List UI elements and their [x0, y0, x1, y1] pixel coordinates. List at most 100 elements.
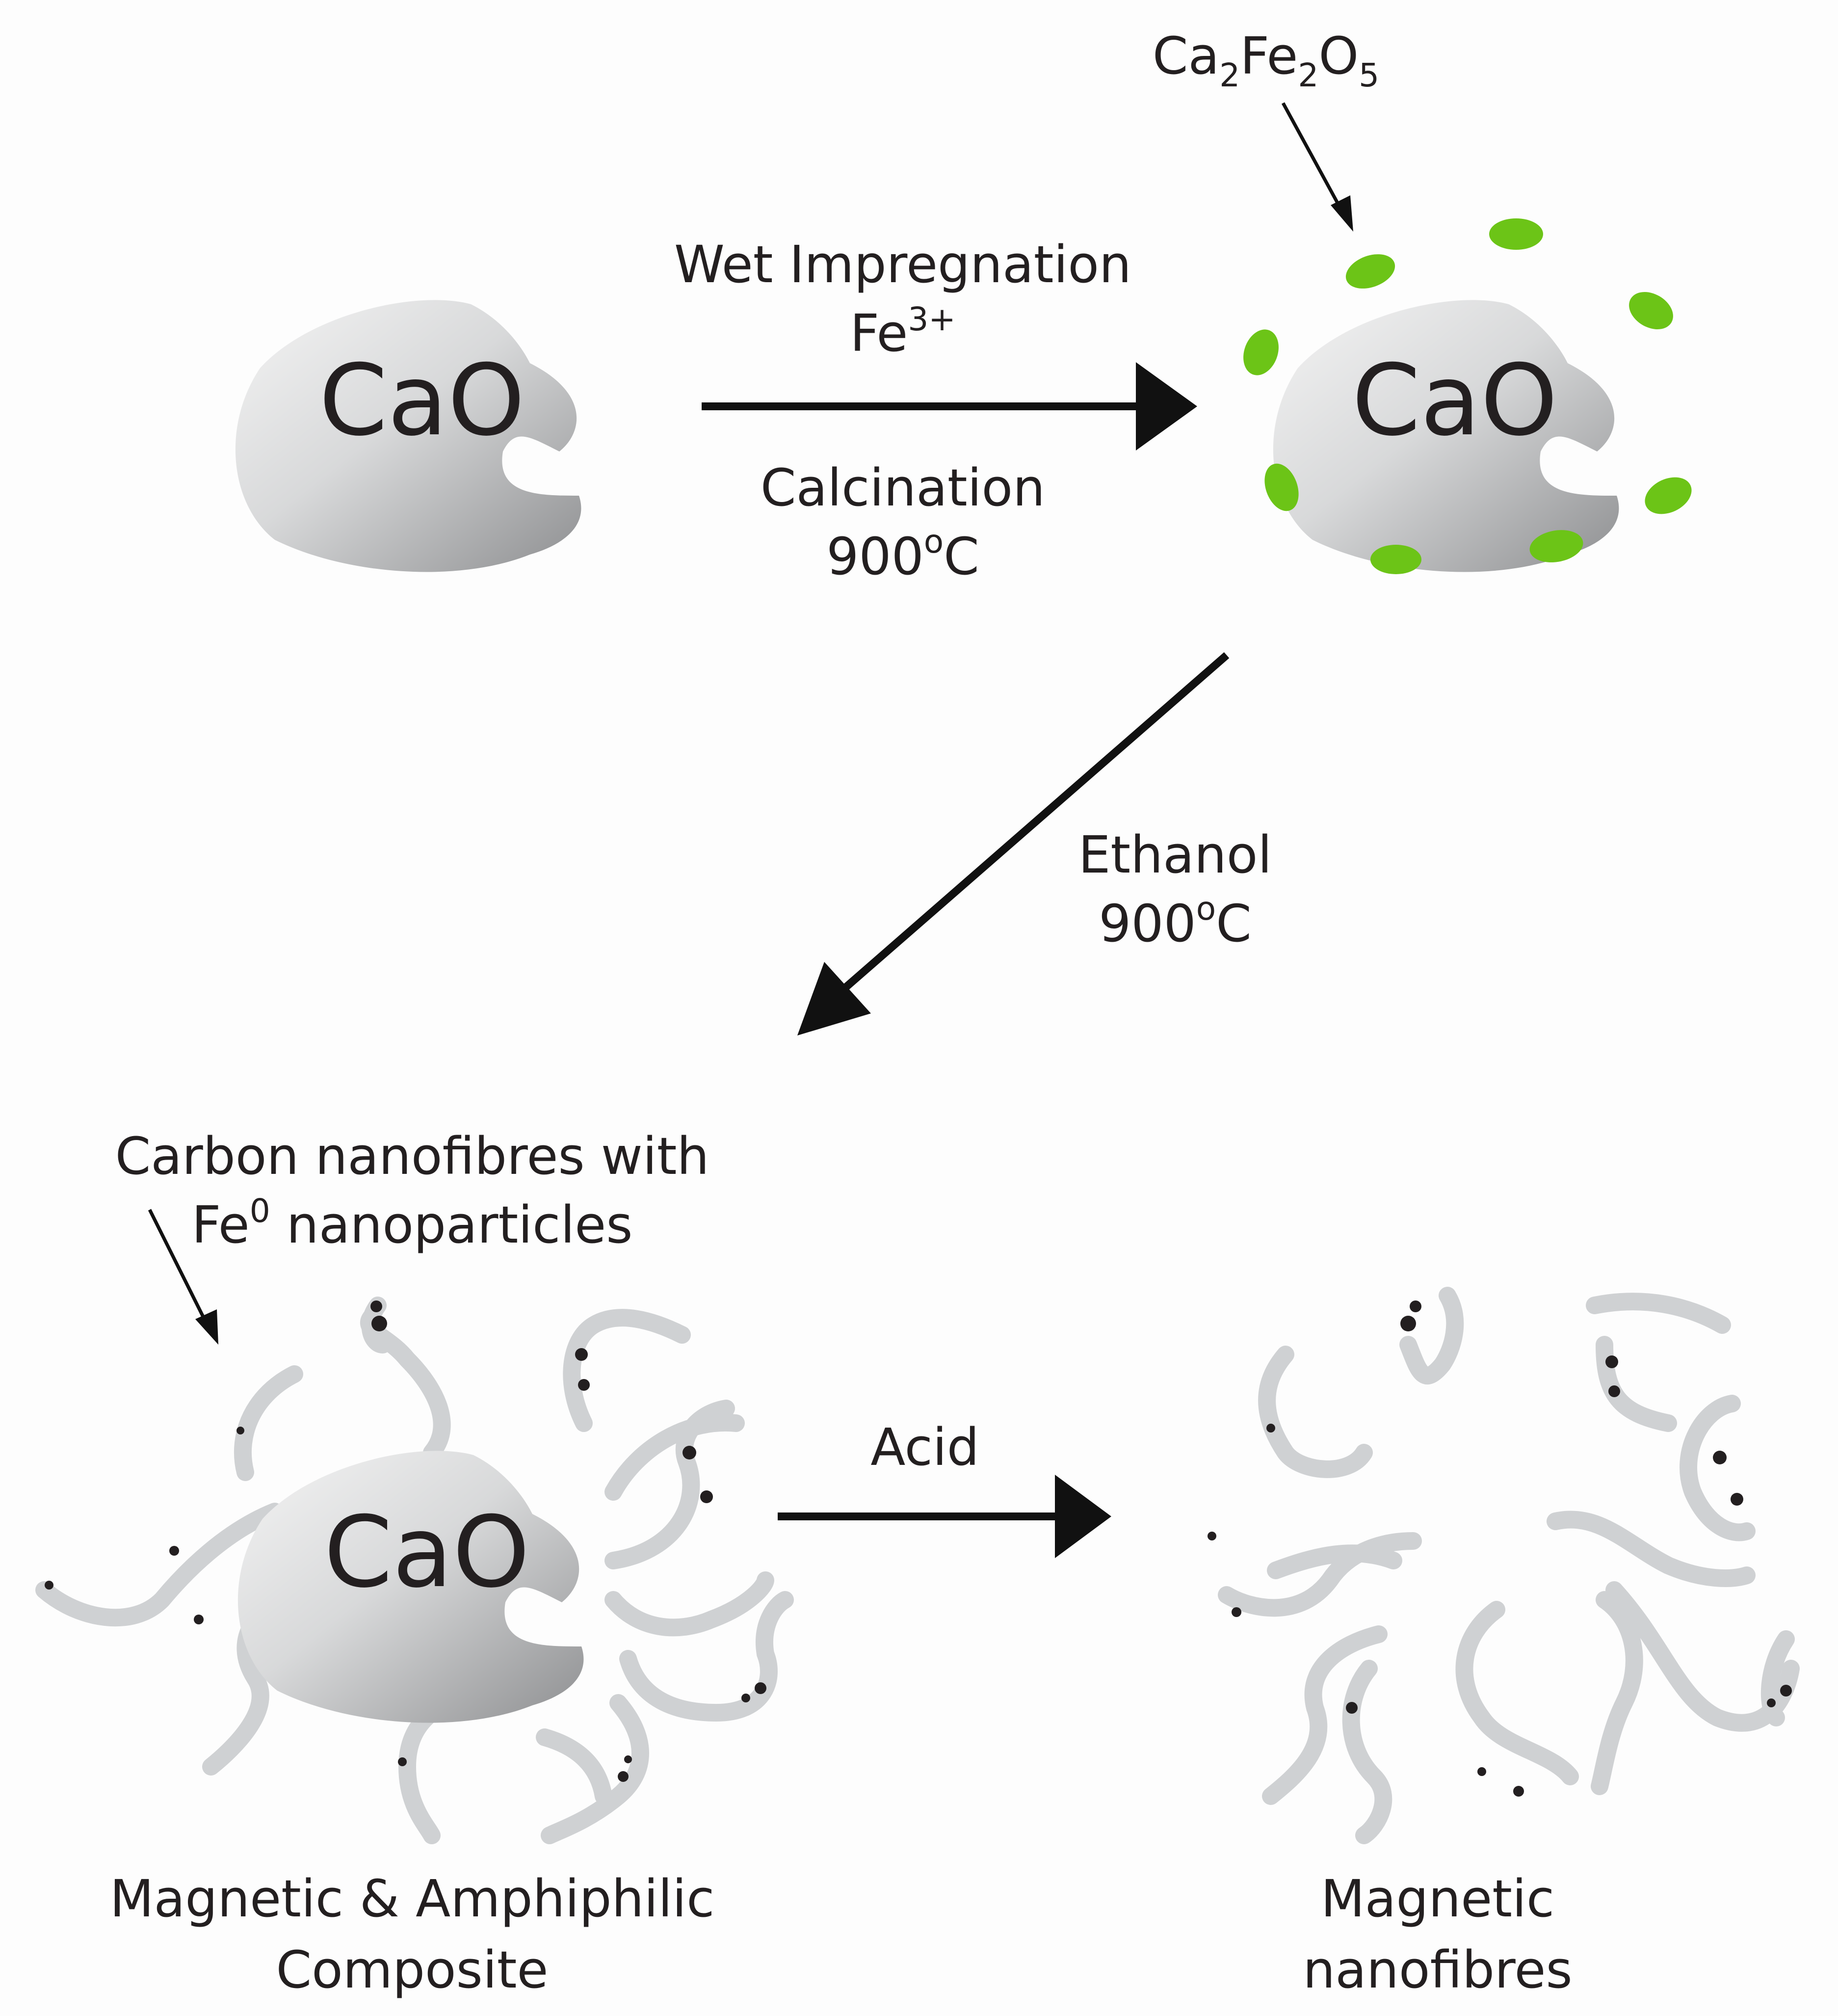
- ca2fe2o5-deposit: [1345, 254, 1395, 289]
- fe0-nanoparticle: [1780, 1685, 1792, 1697]
- ca2fe2o5-part1: Ca: [1153, 26, 1219, 86]
- fe0-oxidation-state: 0: [250, 1192, 270, 1230]
- fe0-nanoparticle: [618, 1771, 629, 1782]
- fe0-nanoparticle: [741, 1694, 750, 1702]
- ca2fe2o5-sub1: 2: [1219, 56, 1240, 94]
- composite-caption-line1: Magnetic & Amphiphilic: [110, 1869, 715, 1929]
- composite-callout-pointer: [148, 1209, 218, 1345]
- fe0-nanoparticle: [1400, 1316, 1416, 1331]
- condition-ethanol-temp: 900oC: [1099, 890, 1252, 954]
- nanofibre: [604, 1571, 774, 1637]
- ethanol-degree-symbol: o: [1196, 890, 1216, 928]
- ethanol-arrow: [797, 652, 1230, 1035]
- nanofibre: [1596, 1336, 1677, 1432]
- wet-impregnation-arrow: [702, 362, 1197, 451]
- ca2fe2o5-part3: O: [1318, 26, 1359, 86]
- fe0-nanoparticle: [1266, 1424, 1275, 1432]
- fe0-nanoparticle: [683, 1446, 696, 1459]
- nanofibre: [1258, 1346, 1373, 1478]
- condition-calcination: Calcination: [761, 458, 1045, 518]
- nanofibre: [1760, 1630, 1795, 1726]
- fe0-nanoparticle: [1410, 1300, 1421, 1312]
- fe0-nanoparticle: [1605, 1355, 1618, 1368]
- nanofibre: [1680, 1395, 1756, 1541]
- ca2fe2o5-deposit: [1264, 463, 1299, 511]
- fe0-nanoparticle: [1346, 1702, 1358, 1714]
- condition-calcination-temp: 900oC: [826, 523, 979, 586]
- composite-callout-line2: Fe0 nanoparticles: [192, 1192, 633, 1255]
- nanofibre: [619, 1591, 794, 1722]
- ca2fe2o5-deposit: [1243, 329, 1279, 375]
- fe0-nanoparticle: [624, 1755, 632, 1763]
- reagent-wet-impregnation: Wet Impregnation: [674, 235, 1131, 294]
- fe0-nanoparticle: [1731, 1493, 1743, 1506]
- calcination-temp-value: 900: [826, 527, 924, 586]
- fe0-nanoparticle: [1513, 1786, 1524, 1797]
- nanofibre: [234, 1365, 303, 1481]
- fe0-nanoparticle: [1767, 1698, 1776, 1707]
- nanofibre: [1586, 1293, 1731, 1334]
- reagent-ethanol: Ethanol: [1078, 825, 1272, 885]
- fe0-nanoparticle: [1477, 1767, 1486, 1776]
- free-fe0-nanoparticles: [1208, 1300, 1792, 1797]
- nanofibre: [35, 1503, 284, 1627]
- composite-caption-line2: Composite: [276, 1940, 548, 2000]
- ethanol-temp-unit: C: [1216, 894, 1252, 954]
- nanofibre: [1399, 1287, 1464, 1384]
- product-caption-line2: nanofibres: [1303, 1940, 1572, 2000]
- fe0-nanoparticle: [169, 1546, 179, 1556]
- fe0-nanoparticle: [194, 1615, 204, 1624]
- ca2fe2o5-deposit: [1529, 530, 1583, 562]
- ca2fe2o5-sub2: 2: [1298, 56, 1318, 94]
- fe0-nanoparticle: [1713, 1451, 1727, 1464]
- ca2fe2o5-deposit: [1489, 218, 1543, 250]
- nanofibre: [563, 1309, 691, 1432]
- reagent-acid: Acid: [870, 1417, 979, 1477]
- fe3-charge: 3+: [908, 300, 955, 338]
- calcination-temp-unit: C: [944, 527, 979, 586]
- product-caption-line1: Magnetic: [1321, 1869, 1554, 1929]
- ca2fe2o5-label: Ca2Fe2O5: [1153, 26, 1379, 94]
- ca2fe2o5-deposit: [1629, 292, 1673, 329]
- fe0-nanoparticle: [575, 1348, 588, 1361]
- fe0-nanoparticle: [578, 1379, 590, 1391]
- fe0-nanoparticle: [1208, 1532, 1216, 1540]
- nanofibre: [1605, 1581, 1800, 1732]
- fe0-nanoparticle: [236, 1427, 244, 1434]
- fe0-nanoparticle: [398, 1757, 407, 1766]
- fe0-nanoparticle: [1232, 1607, 1241, 1617]
- nanofibre: [1267, 1544, 1402, 1579]
- ca2fe2o5-sub3: 5: [1359, 56, 1379, 94]
- cao-label-composite: CaO: [324, 1495, 530, 1610]
- nanofibre: [1547, 1511, 1756, 1587]
- cao-label-coated: CaO: [1352, 344, 1558, 458]
- ethanol-temp-value: 900: [1099, 894, 1196, 954]
- fe0-symbol: Fe: [192, 1195, 250, 1255]
- nanofibre: [1591, 1591, 1643, 1795]
- ca2fe2o5-part2: Fe: [1240, 26, 1298, 86]
- fe3-symbol: Fe: [850, 303, 908, 363]
- nanofibre: [541, 1694, 649, 1844]
- acid-arrow: [778, 1475, 1111, 1558]
- nanofibre: [1455, 1601, 1579, 1785]
- nanofibre: [1218, 1532, 1422, 1617]
- reagent-fe3plus: Fe3+: [850, 300, 955, 363]
- nanofibre: [604, 1400, 735, 1569]
- nanofibre: [1262, 1625, 1388, 1805]
- ca2fe2o5-pointer-arrow: [1281, 102, 1353, 232]
- fe0-nanoparticle: [370, 1300, 382, 1312]
- nanofibre: [604, 1413, 745, 1501]
- nanofibre: [1342, 1660, 1392, 1844]
- calcination-degree-symbol: o: [924, 523, 944, 560]
- fe0-rest: nanoparticles: [270, 1195, 633, 1255]
- fe0-nanoparticle: [755, 1682, 766, 1694]
- fe0-nanoparticle: [1608, 1385, 1620, 1397]
- ca2fe2o5-deposits: [1243, 218, 1692, 574]
- fe0-nanoparticle: [371, 1316, 387, 1331]
- fe0-nanoparticle: [45, 1581, 53, 1590]
- nanofibre: [536, 1728, 612, 1805]
- free-nanofibres: [1218, 1287, 1800, 1844]
- ca2fe2o5-deposit: [1645, 477, 1692, 514]
- ca2fe2o5-deposit: [1370, 545, 1421, 574]
